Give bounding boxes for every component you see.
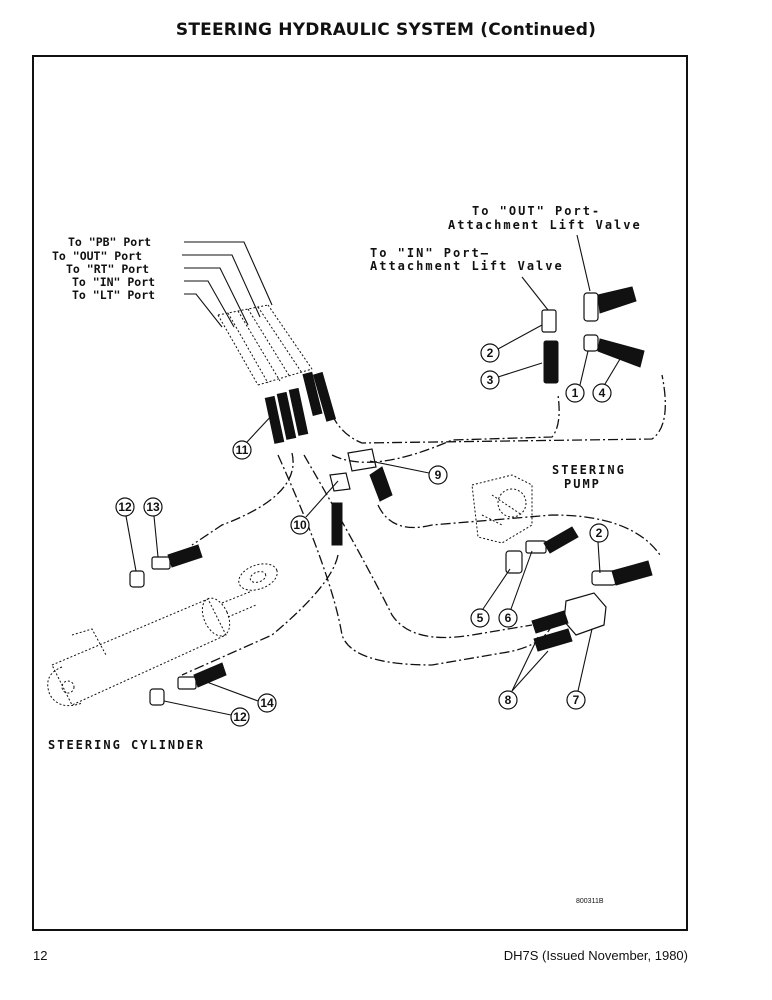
- leader-out-lift: [576, 234, 591, 292]
- leader-rt: [184, 267, 249, 326]
- leader-pb: [184, 241, 273, 306]
- callout-1: 1: [565, 350, 589, 403]
- label-steering-cylinder: STEERING CYLINDER: [48, 738, 205, 752]
- callout-6: 6: [498, 550, 533, 628]
- callout-14: 14: [203, 680, 277, 713]
- callout-8: 8: [498, 636, 549, 710]
- callout-11: 11: [232, 412, 275, 460]
- center-fittings: [264, 371, 393, 546]
- leader-out: [182, 254, 261, 318]
- label-in-lift-2: Attachment Lift Valve: [370, 259, 564, 273]
- tee-fitting: [531, 560, 653, 652]
- svg-text:1: 1: [572, 386, 579, 400]
- svg-text:8: 8: [505, 693, 512, 707]
- callout-10: 10: [290, 480, 339, 535]
- svg-text:2: 2: [487, 346, 494, 360]
- figure-code: 800311B: [576, 898, 604, 905]
- label-out-port: To "OUT" Port: [52, 249, 142, 263]
- svg-text:9: 9: [435, 468, 442, 482]
- steering-pump: [471, 474, 533, 544]
- steering-cylinder: [47, 563, 278, 707]
- callout-2-top: 2: [480, 324, 543, 363]
- callout-13: 13: [143, 497, 163, 558]
- svg-text:2: 2: [596, 526, 603, 540]
- label-in-port: To "IN" Port: [72, 275, 155, 289]
- page-title: STEERING HYDRAULIC SYSTEM (Continued): [175, 20, 597, 40]
- fitting-out-lift: [583, 286, 645, 368]
- pump-outlet-fittings: [505, 526, 579, 574]
- doc-reference: DH7S (Issued November, 1980): [503, 948, 688, 963]
- label-lt-port: To "LT" Port: [72, 288, 155, 302]
- label-steering-pump-2: PUMP: [564, 477, 601, 491]
- hydraulic-diagram: To "PB" Port To "OUT" Port To "RT" Port …: [47, 204, 666, 905]
- label-steering-pump-1: STEERING: [552, 463, 626, 477]
- svg-text:11: 11: [236, 443, 249, 457]
- dotted-hose-bundle: [217, 304, 313, 386]
- svg-text:7: 7: [573, 693, 580, 707]
- svg-text:12: 12: [233, 710, 247, 724]
- callout-3: 3: [480, 362, 543, 390]
- label-rt-port: To "RT" Port: [66, 262, 149, 276]
- fitting-in-lift: [541, 309, 559, 384]
- callout-5: 5: [470, 568, 511, 628]
- leader-lt: [184, 293, 223, 328]
- callout-2-bottom: 2: [589, 523, 609, 574]
- svg-text:10: 10: [293, 518, 307, 532]
- label-pb-port: To "PB" Port: [68, 235, 151, 249]
- svg-text:3: 3: [487, 373, 494, 387]
- cylinder-fittings: [129, 544, 227, 706]
- callout-4: 4: [592, 358, 621, 403]
- leader-in: [184, 280, 235, 328]
- svg-text:4: 4: [599, 386, 606, 400]
- label-out-lift-1: To "OUT" Port-: [472, 204, 601, 218]
- figure-frame: [32, 55, 688, 931]
- page-number: 12: [33, 948, 48, 963]
- callout-12-top: 12: [115, 497, 137, 572]
- svg-text:12: 12: [118, 500, 132, 514]
- label-in-lift-1: To "IN" Port—: [370, 246, 490, 260]
- leader-in-lift: [521, 276, 549, 311]
- callout-7: 7: [566, 628, 593, 710]
- svg-text:14: 14: [260, 696, 274, 710]
- hose-routes: [181, 374, 666, 676]
- callout-12-bottom: 12: [163, 700, 250, 727]
- label-out-lift-2: Attachment Lift Valve: [448, 218, 642, 232]
- svg-text:13: 13: [146, 500, 160, 514]
- svg-text:6: 6: [505, 611, 512, 625]
- callout-9: 9: [369, 460, 448, 485]
- svg-text:5: 5: [477, 611, 484, 625]
